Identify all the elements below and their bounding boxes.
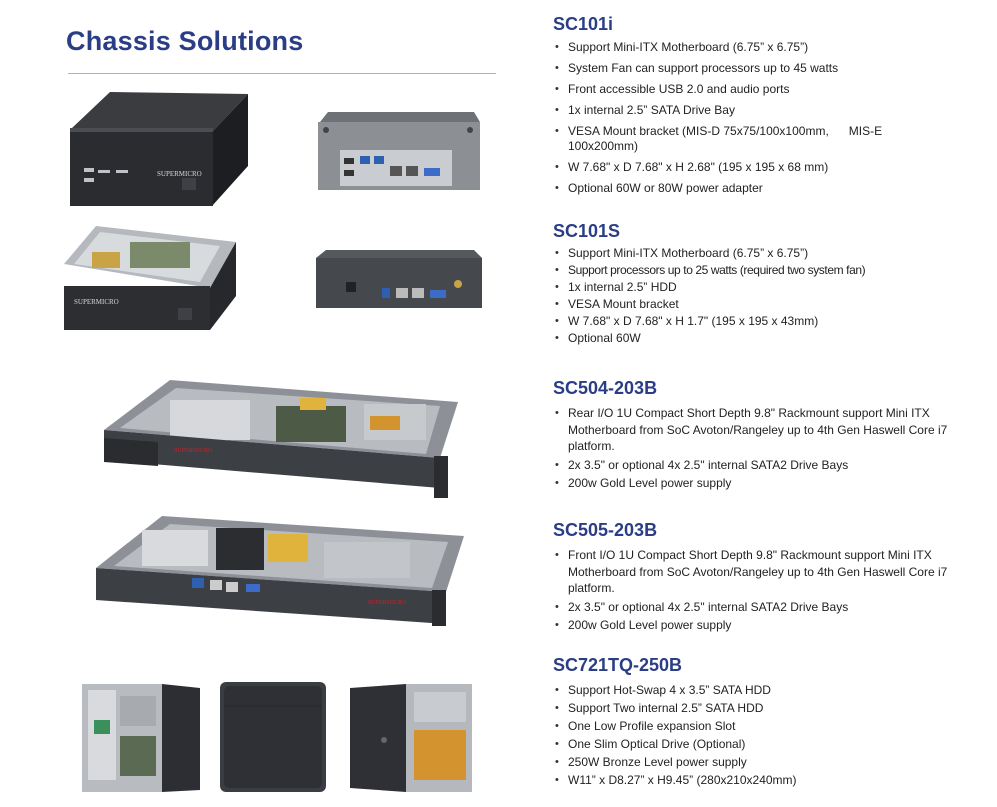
supermicro-logo: SUPERMICRO — [157, 170, 202, 178]
sc101s-open-photo: SUPERMICRO — [64, 226, 236, 330]
section-sc505-203b: SC505-203B Front I/O 1U Compact Short De… — [553, 519, 953, 633]
supermicro-logo: SUPERMICRO — [368, 600, 407, 606]
spec-item: 250W Bronze Level power supply — [553, 755, 953, 770]
section-title: SC721TQ-250B — [553, 655, 683, 675]
section-sc504-203b: SC504-203B Rear I/O 1U Compact Short Dep… — [553, 377, 953, 491]
supermicro-logo: SUPERMICRO — [174, 448, 213, 454]
spec-item: 1x internal 2.5” HDD — [553, 280, 953, 295]
spec-item: W 7.68" x D 7.68" x H 1.7" (195 x 195 x … — [553, 314, 953, 329]
sc721tq-250b-front-photo — [220, 682, 326, 792]
spec-item: Support Hot-Swap 4 x 3.5” SATA HDD — [553, 683, 953, 698]
spec-list: Support Hot-Swap 4 x 3.5” SATA HDD Suppo… — [553, 683, 953, 788]
spec-item: VESA Mount bracket — [553, 297, 953, 312]
sc505-203b-photo: SUPERMICRO — [96, 516, 464, 626]
spec-item: System Fan can support processors up to … — [553, 61, 953, 76]
section-title: SC505-203B — [553, 520, 658, 540]
spec-item: 200w Gold Level power supply — [553, 618, 953, 633]
section-sc721tq-250b: SC721TQ-250B Support Hot-Swap 4 x 3.5” S… — [553, 654, 953, 788]
section-title: SC101S — [553, 221, 621, 241]
section-sc101i: SC101i Support Mini-ITX Motherboard (6.7… — [553, 13, 953, 196]
title-divider — [68, 73, 496, 74]
spec-item: 1x internal 2.5” SATA Drive Bay — [553, 103, 953, 118]
spec-item: Support processors up to 25 watts (requi… — [553, 263, 953, 278]
spec-item: Front I/O 1U Compact Short Depth 9.8" Ra… — [553, 547, 953, 597]
spec-list: Support Mini-ITX Motherboard (6.75” x 6.… — [553, 246, 953, 346]
spec-item: Support Mini-ITX Motherboard (6.75” x 6.… — [553, 246, 953, 261]
sc504-203b-photo: SUPERMICRO — [104, 380, 458, 498]
spec-item: W11” x D8.27” x H9.45” (280x210x240mm) — [553, 773, 953, 788]
spec-list: Rear I/O 1U Compact Short Depth 9.8" Rac… — [553, 405, 953, 491]
section-sc101s: SC101S Support Mini-ITX Motherboard (6.7… — [553, 220, 953, 346]
spec-list: Front I/O 1U Compact Short Depth 9.8" Ra… — [553, 547, 953, 633]
spec-item: One Slim Optical Drive (Optional) — [553, 737, 953, 752]
page-title: Chassis Solutions — [66, 26, 304, 56]
spec-item: 200w Gold Level power supply — [553, 476, 953, 491]
spec-item: 2x 3.5" or optional 4x 2.5" internal SAT… — [553, 458, 953, 473]
spec-item: VESA Mount bracket (MIS-D 75x75/100x100m… — [553, 124, 903, 154]
spec-item: Support Two internal 2.5” SATA HDD — [553, 701, 953, 716]
spec-item: Optional 60W or 80W power adapter — [553, 181, 953, 196]
section-title: SC101i — [553, 14, 614, 34]
sc101i-rear-photo — [318, 112, 480, 190]
spec-item: Support Mini-ITX Motherboard (6.75” x 6.… — [553, 40, 953, 55]
supermicro-logo: SUPERMICRO — [74, 298, 119, 306]
spec-item: Front accessible USB 2.0 and audio ports — [553, 82, 953, 97]
sc101s-rear-photo — [316, 250, 482, 308]
sc101i-front-photo: SUPERMICRO — [70, 92, 248, 206]
sc721tq-250b-open-photo — [82, 684, 200, 792]
spec-list: Support Mini-ITX Motherboard (6.75” x 6.… — [553, 40, 953, 196]
spec-item: One Low Profile expansion Slot — [553, 719, 953, 734]
spec-item: W 7.68" x D 7.68" x H 2.68" (195 x 195 x… — [553, 160, 953, 175]
spec-item: 2x 3.5" or optional 4x 2.5" internal SAT… — [553, 600, 953, 615]
spec-item: Rear I/O 1U Compact Short Depth 9.8" Rac… — [553, 405, 953, 455]
sc721tq-250b-side-photo — [350, 684, 472, 792]
spec-item: Optional 60W — [553, 331, 953, 346]
section-title: SC504-203B — [553, 378, 658, 398]
